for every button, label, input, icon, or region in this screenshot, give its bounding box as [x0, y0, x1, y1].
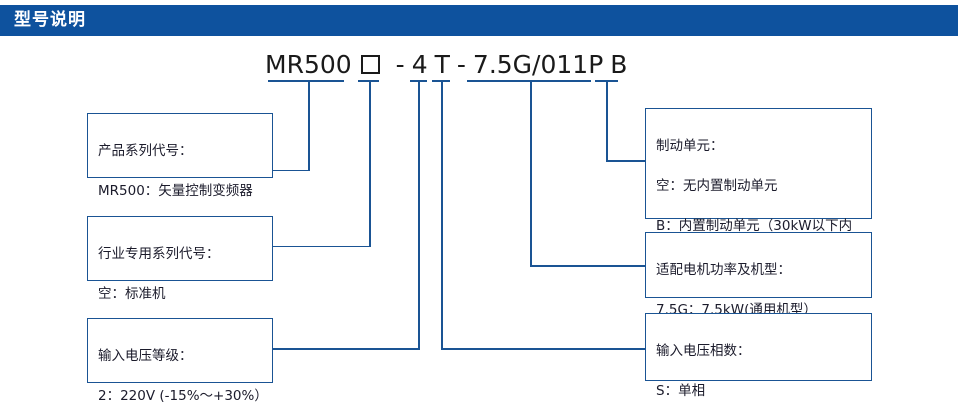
page-title: 型号说明: [14, 10, 86, 30]
callout-input-voltage-class: 输入电压等级： 2：220V (-15%～+30%） 4：380V (-15%～…: [87, 318, 273, 404]
section-header-bar: [0, 5, 958, 36]
callout-motor-power-type: 适配电机功率及机型： 7.5G：7.5kW(通用机型） 011P：11kW(风机…: [645, 232, 872, 358]
callout-input-voltage-class-line-0: 2：220V (-15%～+30%）: [98, 388, 268, 404]
code-segment-brake: B: [610, 50, 628, 79]
callout-input-phase-line-0: S：单相: [656, 383, 706, 399]
leader-input-voltage-class-vertical: [418, 80, 420, 350]
code-segment-power-type: 7.5G/011P: [472, 50, 604, 79]
code-segment-phase: T: [434, 50, 450, 79]
callout-brake-unit-title: 制动单元：: [656, 138, 724, 154]
leader-brake-unit-vertical: [606, 80, 608, 161]
callout-input-voltage-class-title: 输入电压等级：: [98, 348, 193, 364]
code-segment-dash2: -: [456, 50, 466, 79]
leader-motor-power-vertical: [530, 80, 532, 266]
leader-input-phase-vertical: [441, 80, 443, 350]
callout-product-series: 产品系列代号： MR500：矢量控制变频器: [87, 113, 273, 199]
leader-motor-power-horizontal: [530, 265, 646, 267]
callout-product-series-title: 产品系列代号：: [98, 143, 193, 159]
callout-brake-unit: 制动单元： 空：无内置制动单元 B：内置制动单元（30kW以下内置，37～75k…: [645, 108, 872, 274]
leader-product-series-vertical: [308, 80, 310, 171]
callout-motor-power-type-title: 适配电机功率及机型：: [656, 262, 791, 278]
code-segment-series: MR500: [265, 50, 352, 79]
code-segment-industry-box-icon: [360, 54, 380, 74]
leader-input-voltage-class-horizontal: [272, 348, 420, 350]
leader-input-phase-horizontal: [441, 348, 646, 350]
code-segment-dash1: -: [395, 50, 405, 79]
underline-series: [268, 80, 344, 82]
leader-industry-series-horizontal: [272, 245, 371, 248]
callout-industry-series-title: 行业专用系列代号：: [98, 246, 220, 262]
code-segment-voltage-class: 4: [411, 50, 428, 79]
callout-input-phase-title: 输入电压相数：: [656, 343, 751, 359]
underline-power-type: [467, 80, 591, 82]
underline-industry-box: [358, 80, 379, 82]
callout-industry-series: 行业专用系列代号： 空：标准机 A～Z：行业专用保留: [87, 216, 273, 342]
leader-product-series-horizontal: [272, 169, 310, 172]
callout-brake-unit-line-0: 空：无内置制动单元: [656, 178, 778, 194]
leader-brake-unit-horizontal: [606, 160, 646, 162]
callout-input-phase: 输入电压相数： S：单相 T：三相: [645, 313, 872, 399]
callout-industry-series-line-0: 空：标准机: [98, 286, 166, 302]
callout-product-series-line-0: MR500：矢量控制变频器: [98, 183, 253, 199]
leader-industry-series-vertical: [369, 80, 371, 247]
